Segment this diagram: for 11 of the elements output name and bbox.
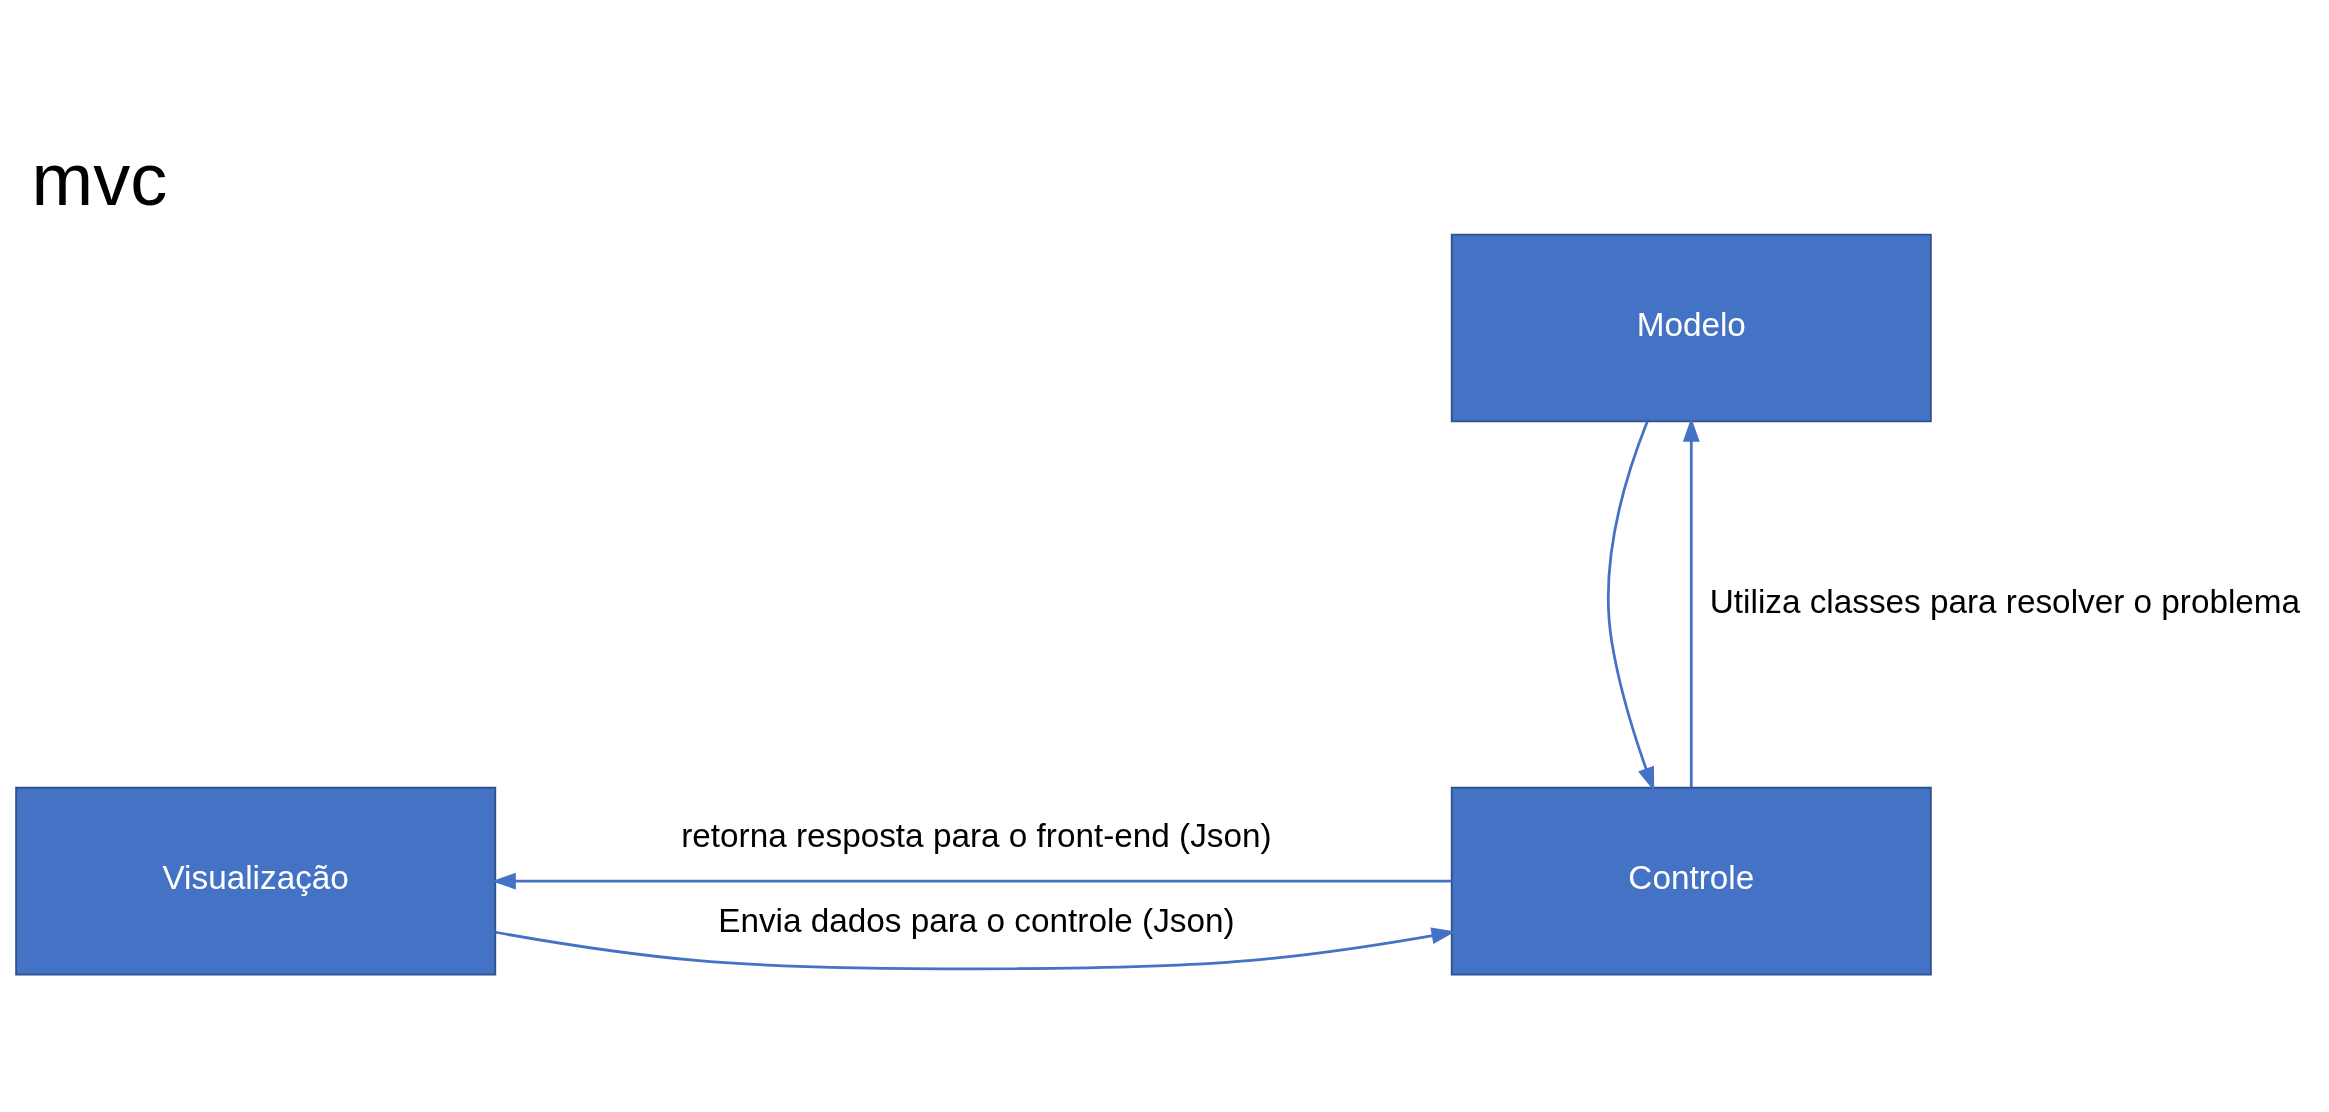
- node-box: Modelo: [1450, 233, 1932, 422]
- arrow: [491, 872, 1452, 890]
- node-box: Controle: [1450, 786, 1932, 976]
- edge-label: Envia dados para o controle (Json): [718, 901, 1235, 939]
- arrow: [1682, 417, 1700, 787]
- edge-label: Utiliza classes para resolver o problema: [1709, 582, 2301, 620]
- edge-label: retorna resposta para o front-end (Json): [681, 816, 1272, 854]
- arrow: [1607, 420, 1655, 791]
- diagram-title: mvc: [31, 137, 168, 221]
- node-box: Visualização: [15, 786, 497, 976]
- arrow: [495, 926, 1456, 970]
